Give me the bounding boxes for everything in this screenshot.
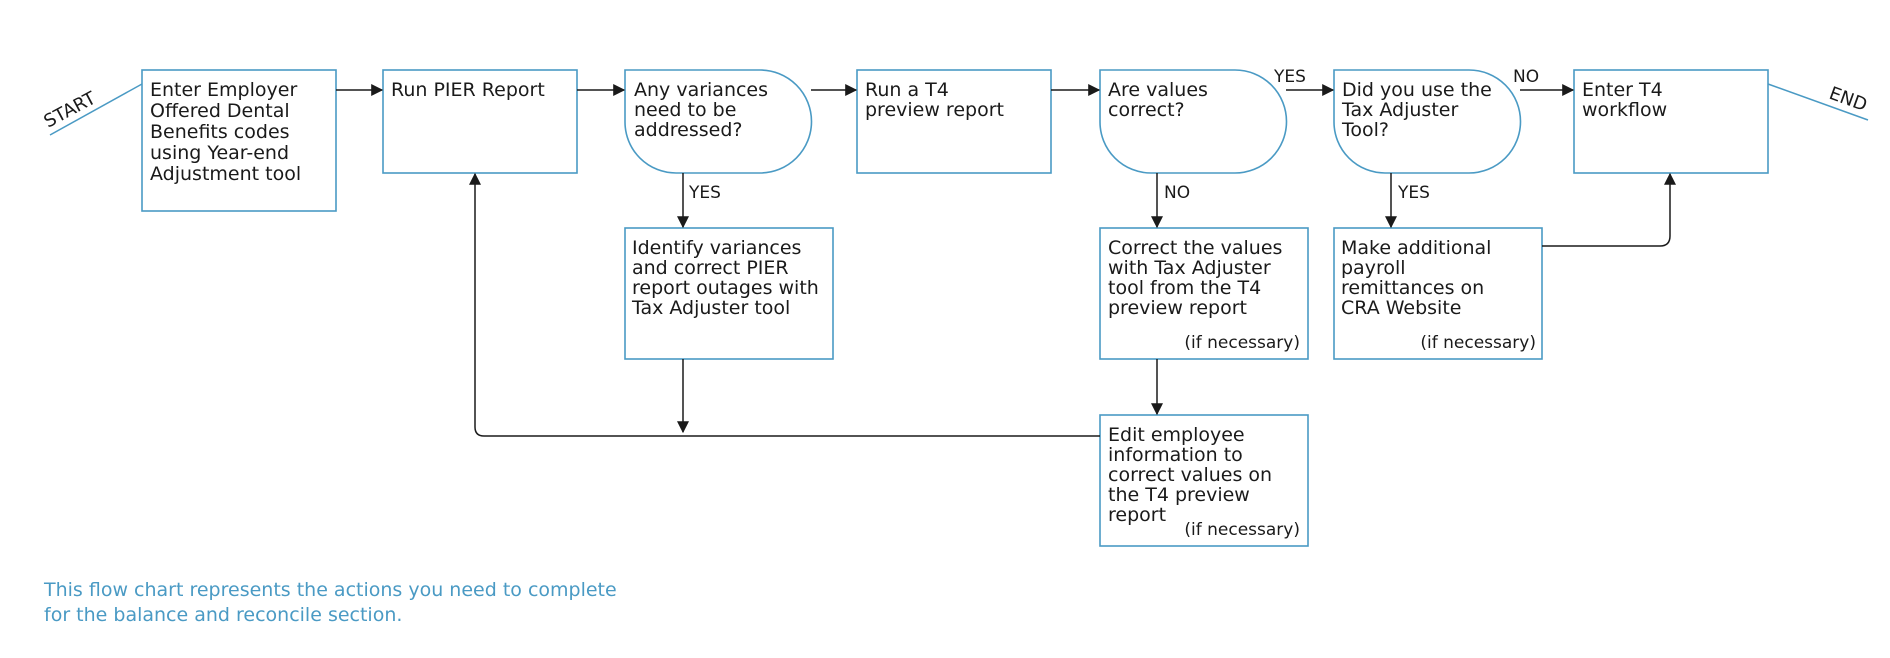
decision-tax-adjuster: Did you use the Tax Adjuster Tool? [1333, 69, 1522, 174]
node-make-remittances-text: Make additional payroll remittances on C… [1341, 237, 1498, 319]
caption-line-1: This flow chart represents the actions y… [44, 579, 617, 601]
start-label: START [40, 87, 100, 132]
end-line [1767, 83, 1869, 121]
edge-label-values-yes: YES [1273, 67, 1306, 87]
edge-label-variances-yes: YES [688, 183, 721, 203]
node-make-remittances: Make additional payroll remittances on C… [1333, 227, 1543, 360]
edge-label-values-no: NO [1164, 183, 1190, 203]
node-edit-employee-note: (if necessary) [1184, 520, 1300, 540]
node-identify-variances: Identify variances and correct PIER repo… [624, 227, 834, 360]
decision-values-correct-text: Are values correct? [1108, 79, 1214, 121]
end-label: END [1826, 83, 1870, 116]
caption-line-2: for the balance and reconcile section. [44, 604, 403, 626]
decision-values-correct: Are values correct? [1099, 69, 1288, 174]
node-enter-codes: Enter Employer Offered Dental Benefits c… [141, 69, 337, 212]
decision-variances-text: Any variances need to be addressed? [634, 79, 774, 141]
edge-label-tax-yes: YES [1397, 183, 1430, 203]
node-enter-t4-workflow: Enter T4 workflow [1573, 69, 1769, 174]
node-correct-values: Correct the values with Tax Adjuster too… [1099, 227, 1309, 360]
node-edit-employee: Edit employee information to correct val… [1099, 414, 1309, 547]
caption: This flow chart represents the actions y… [44, 578, 744, 628]
node-make-remittances-note: (if necessary) [1420, 333, 1536, 353]
node-run-pier-text: Run PIER Report [391, 79, 545, 101]
end-terminal: END [1767, 83, 1870, 121]
node-correct-values-note: (if necessary) [1184, 333, 1300, 353]
start-line [49, 83, 143, 136]
node-identify-variances-text: Identify variances and correct PIER repo… [631, 237, 825, 319]
start-terminal: START [40, 83, 143, 136]
node-edit-employee-text: Edit employee information to correct val… [1108, 424, 1278, 526]
decision-variances: Any variances need to be addressed? [624, 69, 813, 174]
decision-tax-adjuster-text: Did you use the Tax Adjuster Tool? [1341, 79, 1498, 141]
node-run-t4-preview-text: Run a T4 preview report [865, 79, 1004, 121]
edge-edit-loop-to-run-pier [469, 172, 1100, 437]
node-enter-codes-text: Enter Employer Offered Dental Benefits c… [150, 79, 303, 185]
node-run-pier: Run PIER Report [382, 69, 578, 174]
node-correct-values-text: Correct the values with Tax Adjuster too… [1108, 237, 1288, 319]
edge-label-tax-no: NO [1513, 67, 1539, 87]
node-enter-t4-workflow-text: Enter T4 workflow [1582, 79, 1669, 121]
node-run-t4-preview: Run a T4 preview report [856, 69, 1052, 174]
edge-remittances-to-enter-t4 [1542, 172, 1676, 247]
